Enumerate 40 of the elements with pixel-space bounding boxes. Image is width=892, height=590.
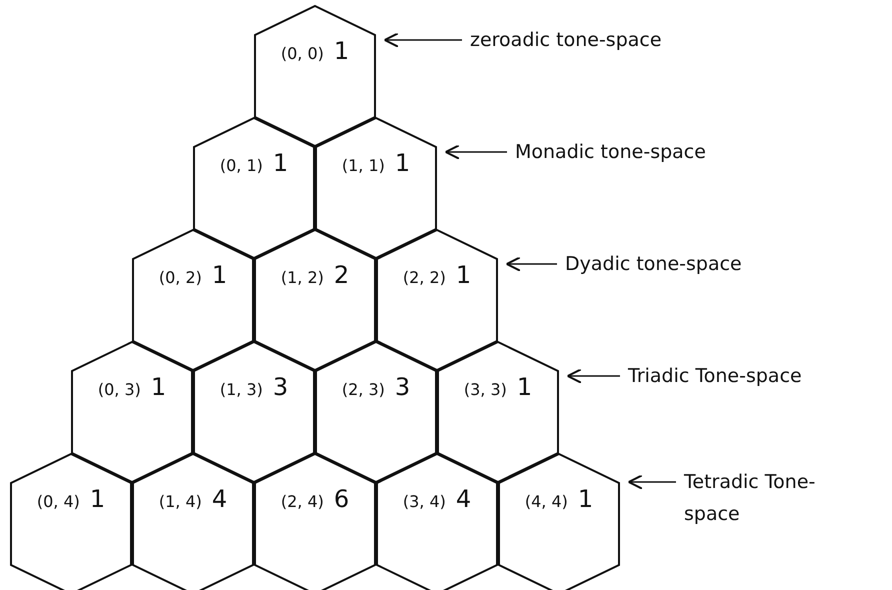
- row-label: zeroadic tone-space: [470, 24, 770, 56]
- coordinate-label: (1, 1): [342, 156, 385, 175]
- count-label: 1: [578, 485, 594, 513]
- coordinate-label: (1, 4): [158, 492, 202, 511]
- row-label: Dyadic tone-space: [565, 248, 865, 280]
- count-label: 6: [334, 485, 350, 513]
- count-label: 1: [212, 261, 228, 289]
- count-label: 3: [394, 373, 410, 401]
- count-label: 2: [334, 261, 350, 289]
- coordinate-label: (0, 2): [158, 268, 202, 287]
- coordinate-label: (3, 3): [464, 380, 507, 399]
- count-label: 1: [456, 261, 472, 289]
- coordinate-label: (0, 3): [98, 380, 141, 399]
- count-label: 4: [456, 485, 472, 513]
- count-label: 3: [272, 373, 288, 401]
- count-label: 1: [150, 373, 166, 401]
- coordinate-label: (2, 4): [280, 492, 324, 511]
- coordinate-label: (0, 0): [280, 44, 324, 63]
- coordinate-label: (0, 1): [220, 156, 263, 175]
- count-label: 1: [334, 37, 350, 65]
- row-label: Triadic Tone-space: [628, 360, 878, 392]
- coordinate-label: (1, 2): [280, 268, 324, 287]
- count-label: 1: [516, 373, 532, 401]
- row-label: Monadic tone-space: [515, 136, 815, 168]
- arrow: [444, 144, 507, 160]
- arrow: [628, 474, 676, 490]
- count-label: 1: [394, 149, 410, 177]
- coordinate-label: (0, 4): [36, 492, 80, 511]
- count-label: 1: [90, 485, 106, 513]
- coordinate-label: (4, 4): [524, 492, 568, 511]
- coordinate-label: (2, 2): [402, 268, 446, 287]
- arrow: [506, 256, 557, 272]
- coordinate-label: (1, 3): [220, 380, 263, 399]
- arrow: [384, 32, 462, 48]
- count-label: 1: [272, 149, 288, 177]
- row-label: Tetradic Tone-space: [684, 466, 834, 530]
- coordinate-label: (3, 4): [402, 492, 446, 511]
- coordinate-label: (2, 3): [342, 380, 385, 399]
- count-label: 4: [212, 485, 228, 513]
- arrow: [566, 368, 620, 384]
